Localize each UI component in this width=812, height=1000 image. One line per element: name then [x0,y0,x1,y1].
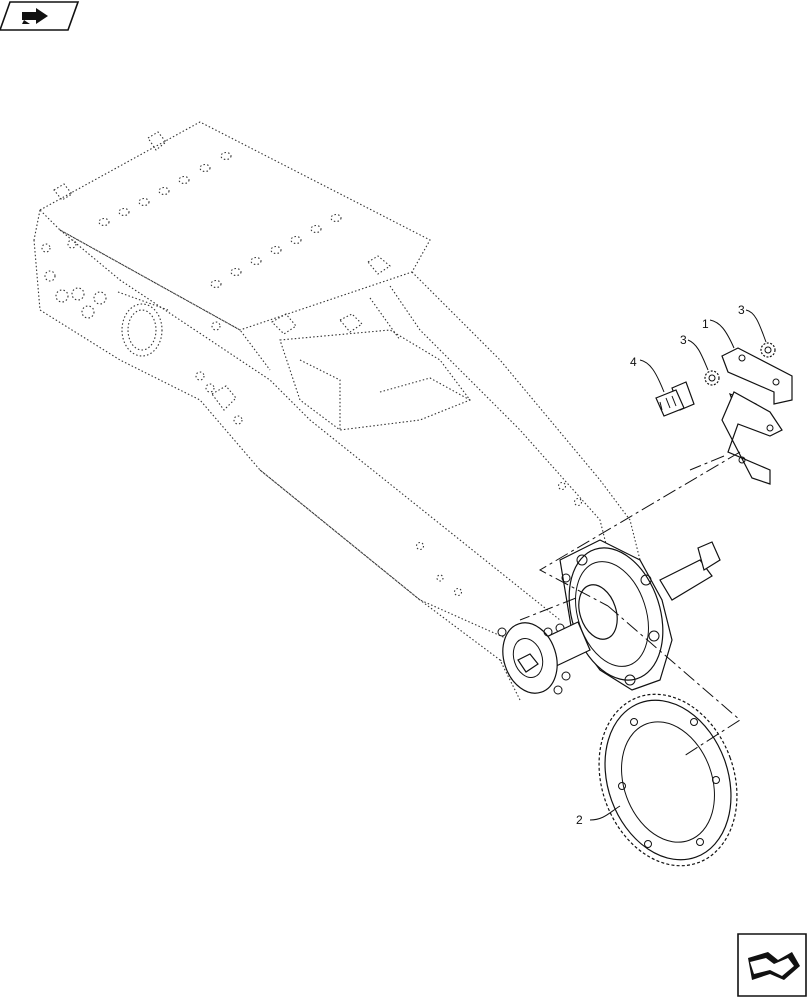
lock-washer-a [704,370,720,386]
previous-page-icon[interactable] [0,1,80,31]
callout-4: 4 [630,355,637,369]
callout-2: 2 [576,813,583,827]
axle-frame-outline [33,121,641,701]
assembly-center-lines [519,451,741,757]
speed-sensor [655,381,695,417]
callout-3a: 3 [738,303,745,317]
sensor-ring-gear [598,693,738,867]
leader-lines [589,309,767,821]
lock-washer-b [760,342,776,358]
sensor-bracket [721,347,793,485]
next-page-icon[interactable] [737,933,807,997]
callout-3b: 3 [680,333,687,347]
callout-1: 1 [702,317,709,331]
wheel-hub [497,539,721,695]
